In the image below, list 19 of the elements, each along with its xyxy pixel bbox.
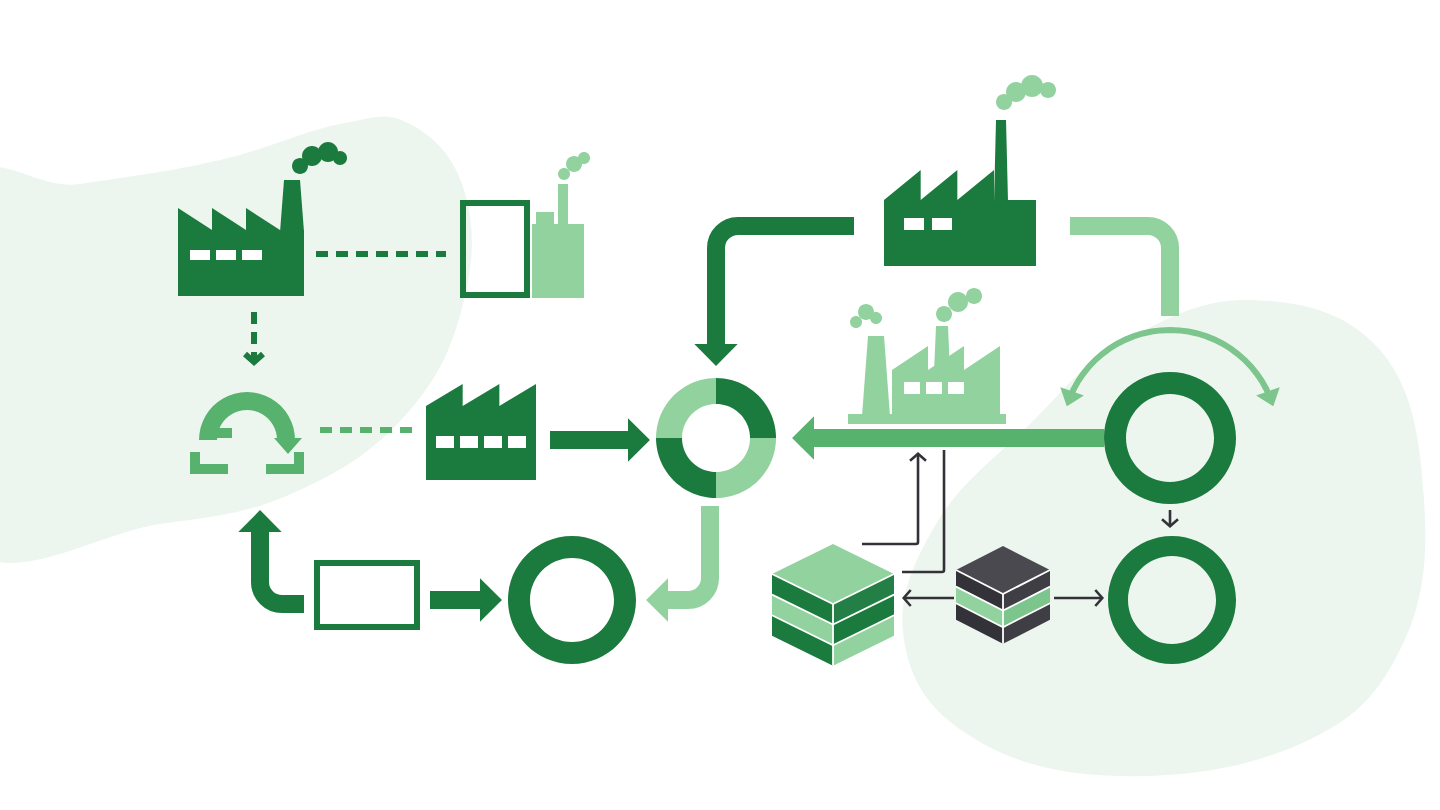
connector-line <box>902 450 946 574</box>
dashed-arrow <box>243 312 265 366</box>
arrow <box>1054 589 1104 607</box>
outline-box <box>314 560 420 630</box>
arrow <box>902 589 954 607</box>
ring <box>508 536 636 664</box>
dashed-line <box>316 251 446 257</box>
recycling-icon <box>190 392 304 474</box>
arrow <box>862 452 927 546</box>
factory-icon <box>178 142 347 296</box>
factory-icon <box>884 75 1056 266</box>
segmented-ring <box>656 378 776 498</box>
arrow <box>1161 510 1179 528</box>
factory-icon <box>426 384 536 480</box>
building-icon <box>460 152 590 298</box>
factory-icon <box>848 288 1006 424</box>
connector-line <box>1070 217 1179 316</box>
stacked-cubes-icon <box>955 546 1051 645</box>
stacked-cubes-icon <box>771 544 895 667</box>
